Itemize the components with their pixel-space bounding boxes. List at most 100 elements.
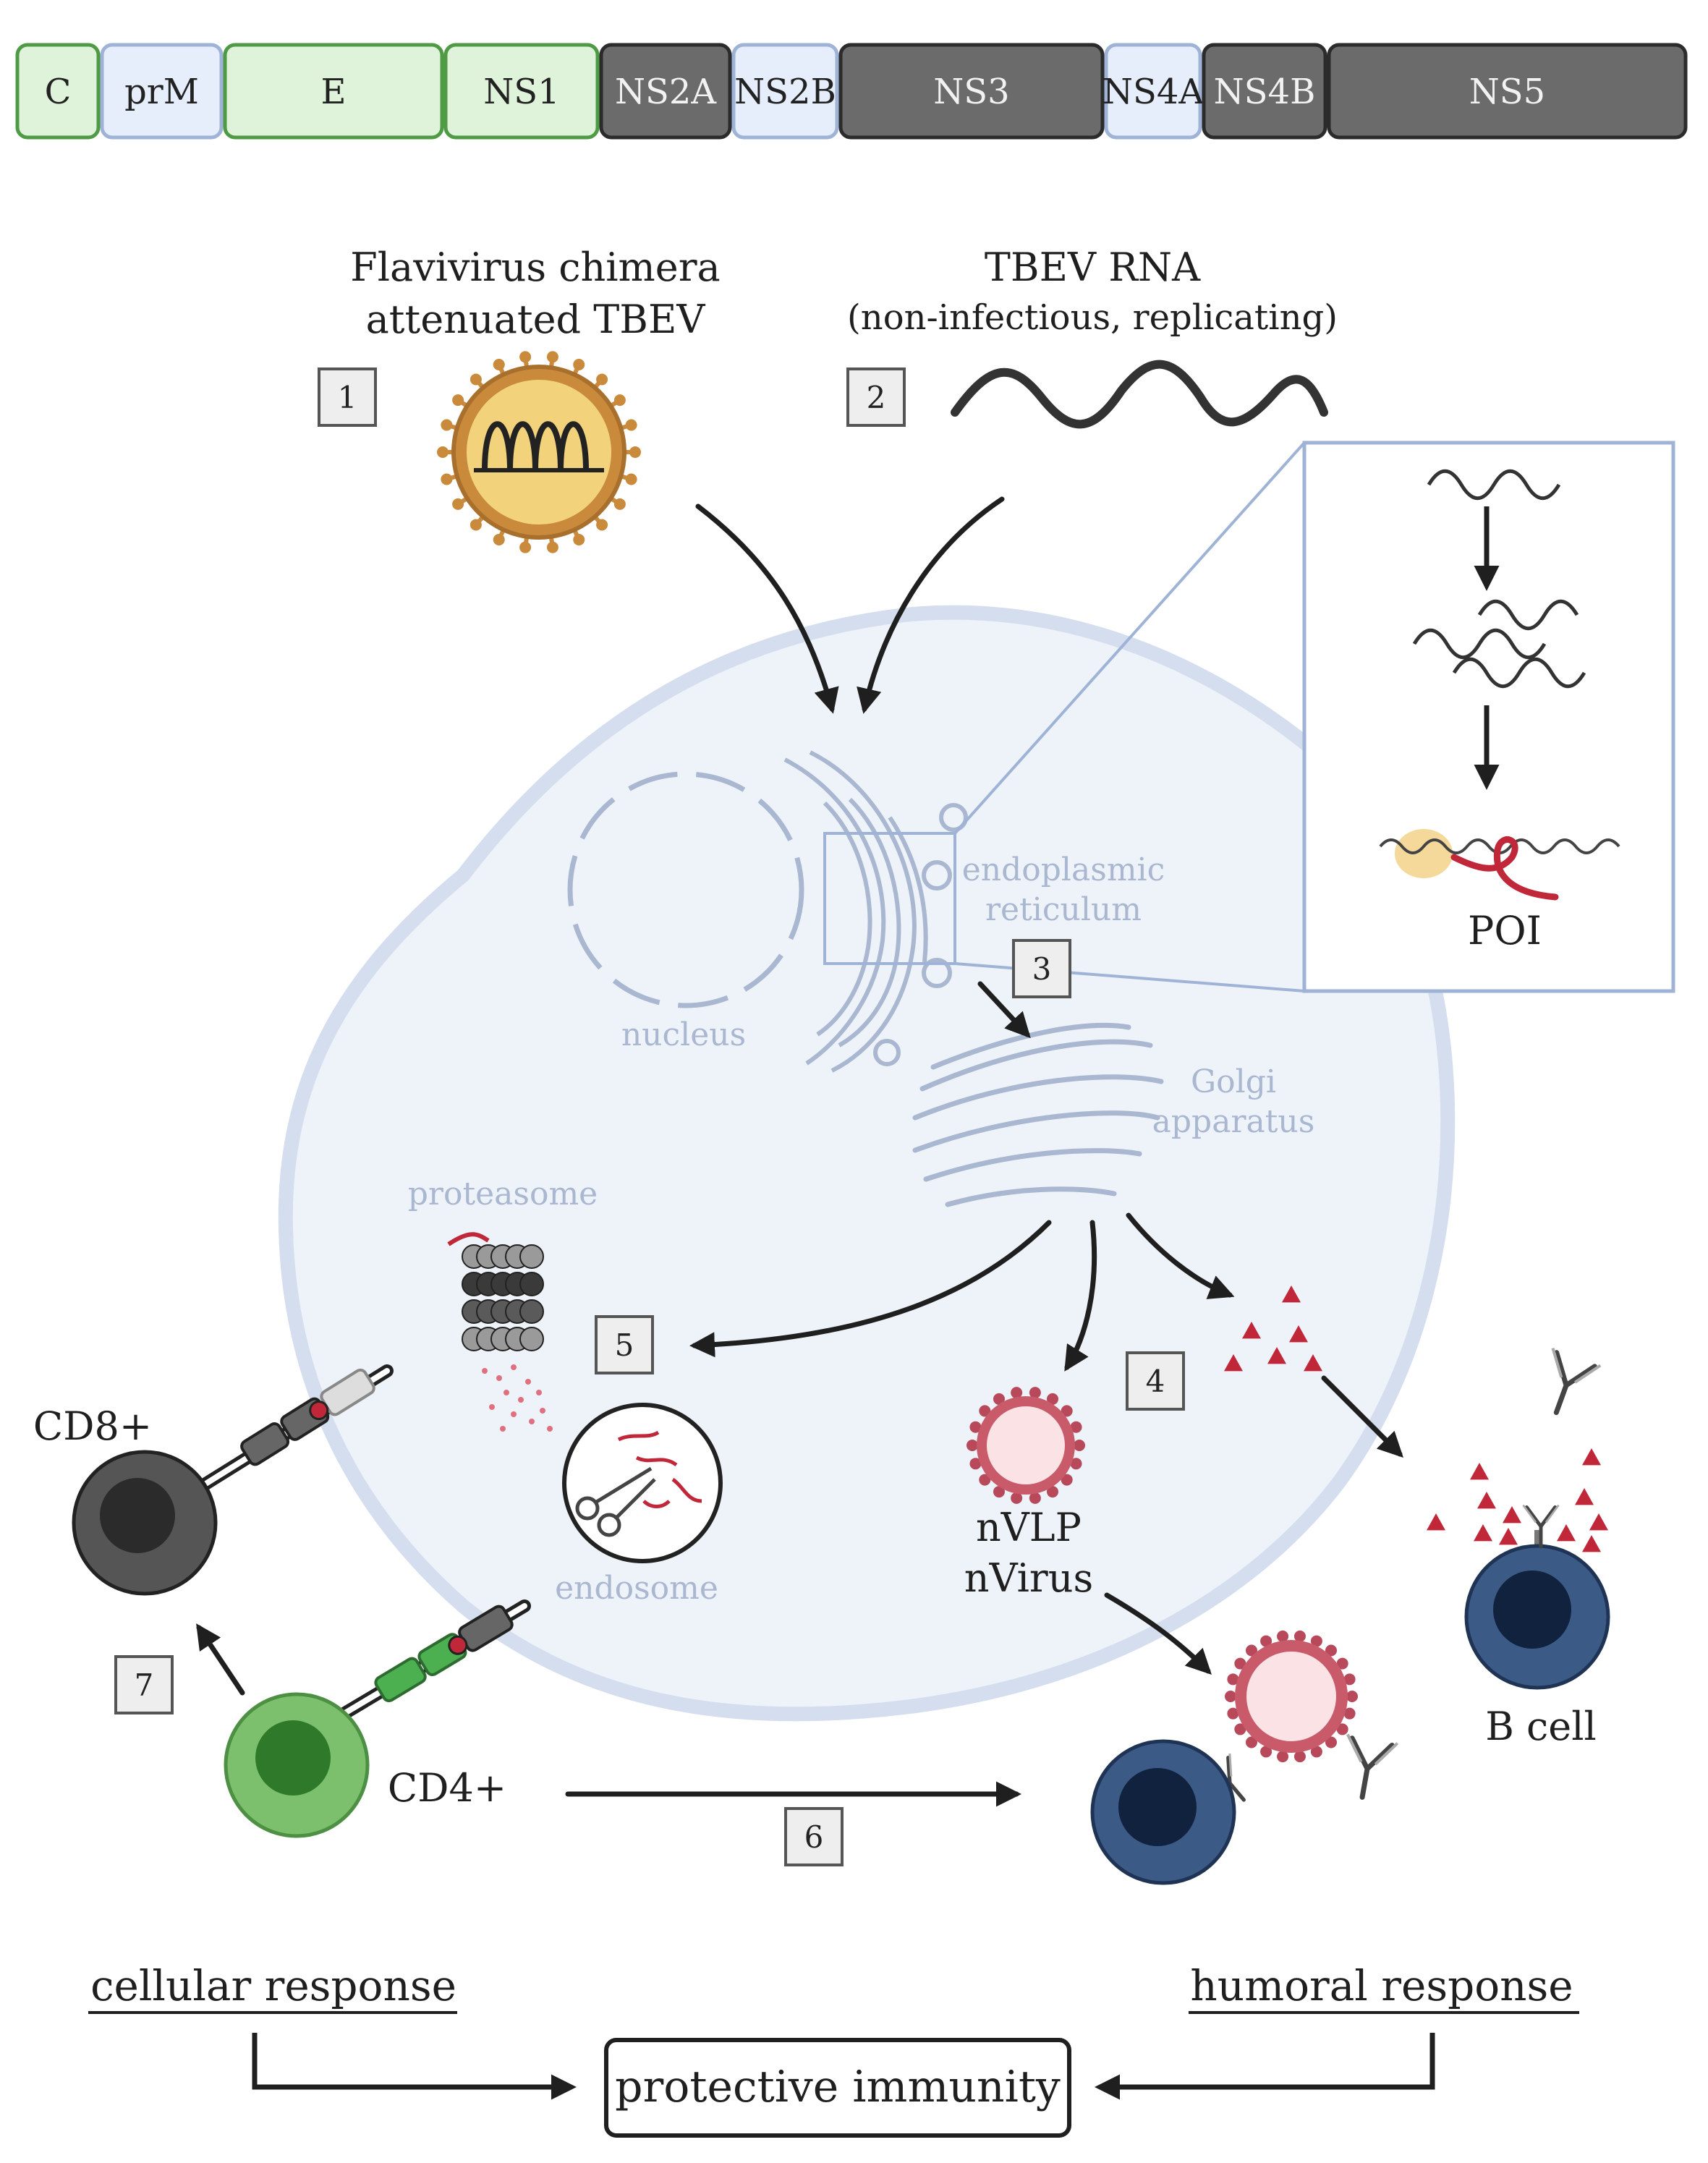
spike-tip (596, 519, 608, 531)
virus-icon (437, 351, 641, 553)
step-number-4: 4 (1146, 1364, 1165, 1399)
antibody (1551, 1347, 1602, 1416)
antigen-protein (1582, 1535, 1601, 1552)
genome-segment-ns2a (599, 43, 732, 140)
antibody (1522, 1504, 1560, 1549)
endoplasmic-reticulum (783, 750, 968, 1073)
step-number-6: 6 (804, 1819, 824, 1855)
peptide-dot (496, 1375, 502, 1381)
b-cell-label: B cell (1485, 1704, 1597, 1749)
spike-tip (625, 419, 637, 431)
cd8-label: CD8+ (33, 1403, 152, 1449)
antigen-protein (1575, 1488, 1594, 1505)
spike-tip (546, 351, 558, 363)
arrow-nvlp-to-bcell2 (1104, 1592, 1212, 1675)
peptide-dot (529, 1419, 535, 1424)
protective-immunity-box: protective immunity (604, 2038, 1071, 2138)
arrow-golgi-to-nvlp (1064, 1220, 1097, 1372)
cellular-response-label: cellular response (90, 1961, 456, 2010)
chimera-label-line2: attenuated TBEV (366, 297, 706, 342)
genome-segment-label: prM (124, 72, 199, 112)
spike-tip (1070, 1458, 1082, 1470)
spike-tip (546, 541, 558, 553)
er-zoom-region (823, 832, 956, 965)
spike-tip (1245, 1736, 1257, 1748)
spike-tip (1074, 1440, 1085, 1451)
rna-strand-icon (951, 360, 1328, 429)
spike-tip (452, 394, 464, 407)
genome-segment-label: NS4B (1214, 72, 1316, 112)
spike-tip (470, 519, 482, 531)
peptide-dot (547, 1426, 553, 1432)
spike-tip (1346, 1691, 1358, 1702)
spike-tip (1061, 1474, 1073, 1486)
spike-tip (1343, 1707, 1356, 1720)
antigen-protein (1499, 1528, 1518, 1545)
antigen-protein (1503, 1506, 1521, 1524)
arrow-chimera-to-er (695, 503, 839, 714)
spike-tip (573, 359, 585, 371)
rna-label: TBEV RNA (non-infectious, replicating) (847, 245, 1338, 338)
cd8-t-cell (72, 1364, 394, 1596)
peptide-dot (500, 1426, 506, 1432)
step-box-1: 1 (318, 367, 377, 427)
peptide-dot (540, 1408, 545, 1414)
step-number-3: 3 (1032, 951, 1052, 987)
humoral-response-label: humoral response (1190, 1961, 1573, 2010)
step-number-7: 7 (135, 1667, 154, 1703)
genome-segment-label: NS3 (933, 72, 1009, 112)
arrow-golgi-to-proteasome (689, 1220, 1052, 1358)
antigen-protein (1582, 1448, 1601, 1466)
spike-tip (493, 533, 505, 545)
antigen-protein (1267, 1347, 1286, 1364)
er-label-line1: endoplasmic (962, 851, 1165, 888)
protective-immunity-label: protective immunity (615, 2062, 1061, 2112)
golgi-apparatus (912, 1022, 1164, 1207)
spike-tip (613, 394, 626, 407)
antigen-protein (1470, 1463, 1489, 1480)
spike-tip (1277, 1751, 1289, 1763)
scissors-icon (575, 1466, 656, 1537)
step-number-2: 2 (867, 380, 886, 415)
genome-segment-ns2b (731, 43, 839, 140)
spike-tip (1011, 1492, 1023, 1504)
spike-tip (969, 1458, 982, 1470)
step-box-2: 2 (846, 367, 906, 427)
spike-tip (519, 541, 532, 553)
rna-label-line1: TBEV RNA (985, 245, 1201, 290)
peptide-dot (482, 1368, 488, 1374)
spike-tip (470, 373, 482, 386)
spike-tip (1245, 1644, 1257, 1657)
genome-segment-ns3 (838, 43, 1105, 140)
antibody-light-chain (1551, 1347, 1563, 1378)
peptide-dot (518, 1397, 524, 1403)
spike-tip (573, 533, 585, 545)
spike-tip (441, 419, 453, 431)
spike-tip (1277, 1630, 1289, 1642)
spike-tip (969, 1421, 982, 1433)
step-box-6: 6 (784, 1807, 844, 1866)
antibody-light-chain (1374, 1742, 1399, 1766)
antigen-protein (1282, 1286, 1301, 1303)
peptide-dot (536, 1390, 542, 1395)
spike-tip (1061, 1405, 1073, 1417)
antigen-protein (1289, 1325, 1308, 1343)
antibody-light-chain (1228, 1753, 1233, 1777)
genome-segment-label: E (320, 72, 346, 112)
spike-tip (1227, 1707, 1239, 1720)
spike-tip (979, 1474, 991, 1486)
arrow-er-to-golgi (977, 981, 1031, 1039)
secreted-antigens (1224, 1286, 1608, 1552)
spike-tip (1293, 1751, 1306, 1763)
spike-tip (1310, 1635, 1322, 1647)
genome-segment-ns4b (1202, 43, 1327, 140)
arrow-golgi-to-antigens (1126, 1212, 1235, 1299)
antibody-icon (1200, 1347, 1602, 1802)
genome-segment-label: NS2B (734, 72, 836, 112)
genome-segment-ns1 (443, 43, 600, 140)
spike-tip (1047, 1486, 1058, 1498)
translation-inset: POI (1302, 441, 1675, 993)
spike-tip (1070, 1421, 1082, 1433)
antibody-light-chain (1545, 1504, 1560, 1524)
genome-segment-label: NS5 (1469, 72, 1545, 112)
